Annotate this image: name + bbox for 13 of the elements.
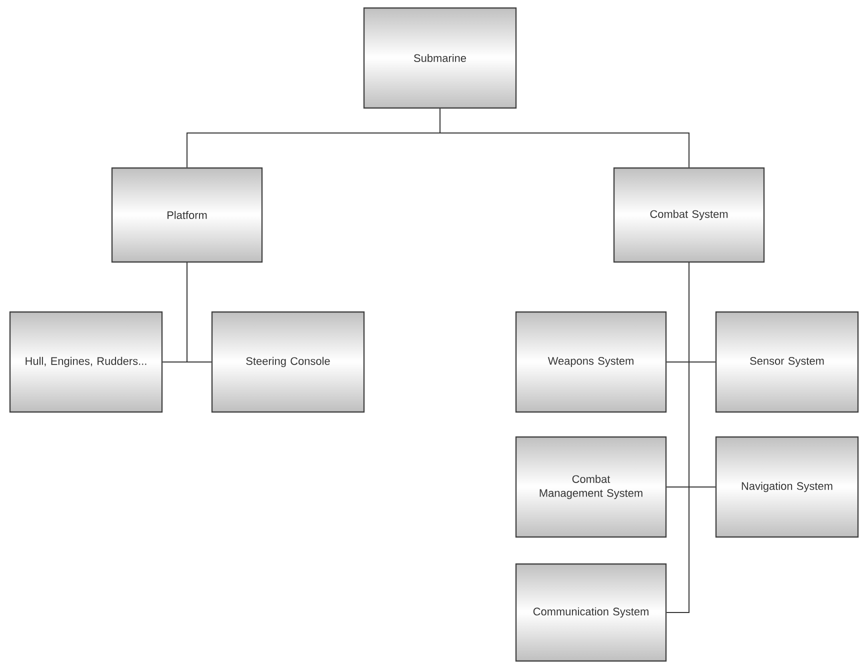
process-box: Hull, Engines, Rudders... xyxy=(9,311,163,413)
process-box: Navigation System xyxy=(715,436,859,538)
process-box: Combat Management System xyxy=(515,436,667,538)
process-box: Submarine xyxy=(363,7,517,109)
process-box: Steering Console xyxy=(211,311,365,413)
connector-line xyxy=(666,262,690,613)
process-box: Sensor System xyxy=(715,311,859,413)
connector-line xyxy=(186,262,212,362)
connector-line xyxy=(440,108,690,168)
process-box: Weapons System xyxy=(515,311,667,413)
process-box: Combat System xyxy=(613,167,765,263)
process-box: Platform xyxy=(111,167,263,263)
process-box: Communication System xyxy=(515,563,667,662)
